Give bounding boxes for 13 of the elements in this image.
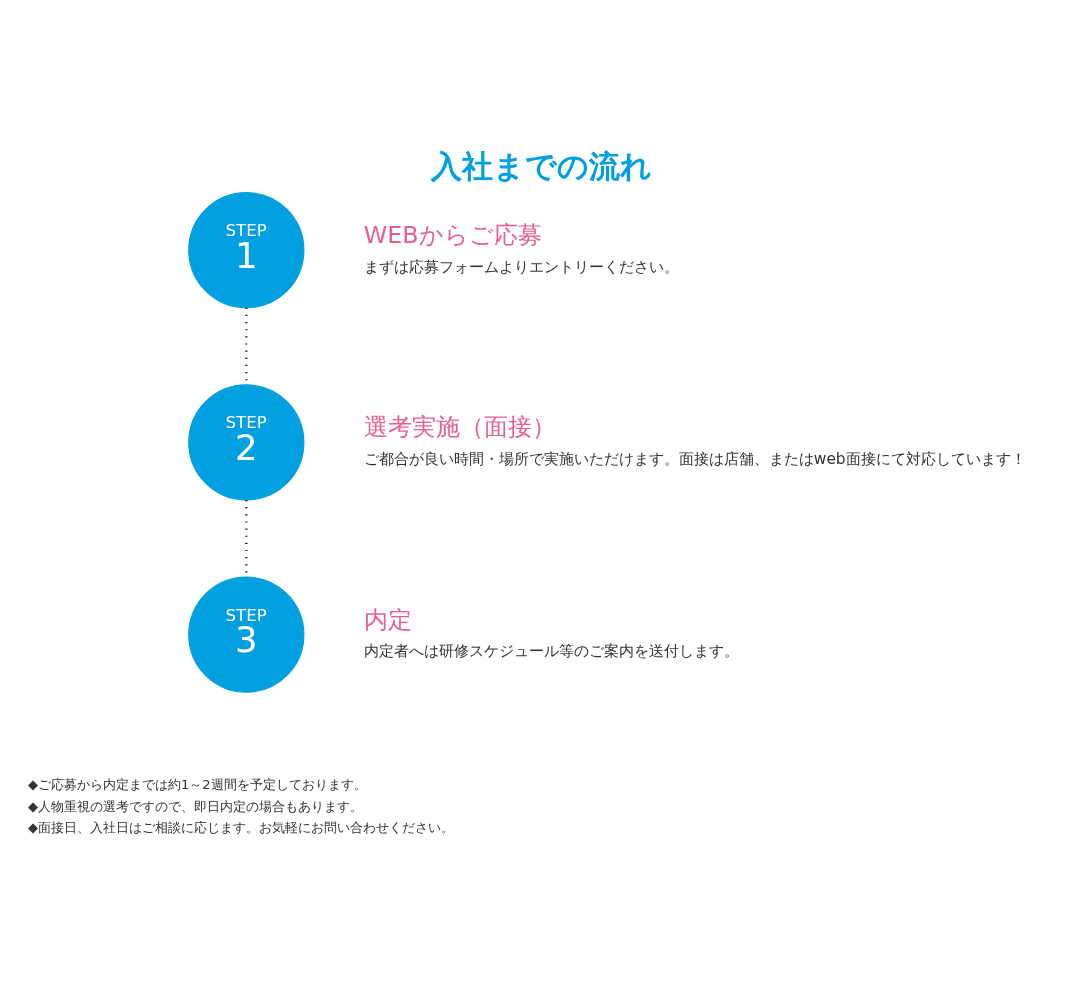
diagram-title: 入社までの流れ <box>430 147 652 184</box>
node-circle: STEP 2 <box>188 383 305 501</box>
node-circle: STEP 3 <box>188 576 305 693</box>
node-circle: STEP 1 <box>188 191 305 308</box>
label: ◆人物重視の選考ですので、即日内定の場合もあります。 <box>28 798 364 814</box>
label: ◆ご応募から内定までは約1～2週間を予定しております。 <box>28 776 367 792</box>
label: ◆面接日、入社日はご相談に応じます。お気軽にお問い合わせください。 <box>28 819 455 835</box>
node-label: ご都合が良い時間・場所で実施いただけます。面接は店舗、またはweb面接にて対応しています！ <box>363 449 1026 468</box>
node-label: 内定者へは研修スケジュール等のご案内を送付します。 <box>363 641 739 660</box>
node-label: 選考実施（面接） <box>363 412 556 441</box>
node-label: 内定 <box>363 605 412 634</box>
node-label: まずは応募フォームよりエントリーください。 <box>363 257 679 276</box>
node-label: WEBからご応募 <box>363 220 542 249</box>
